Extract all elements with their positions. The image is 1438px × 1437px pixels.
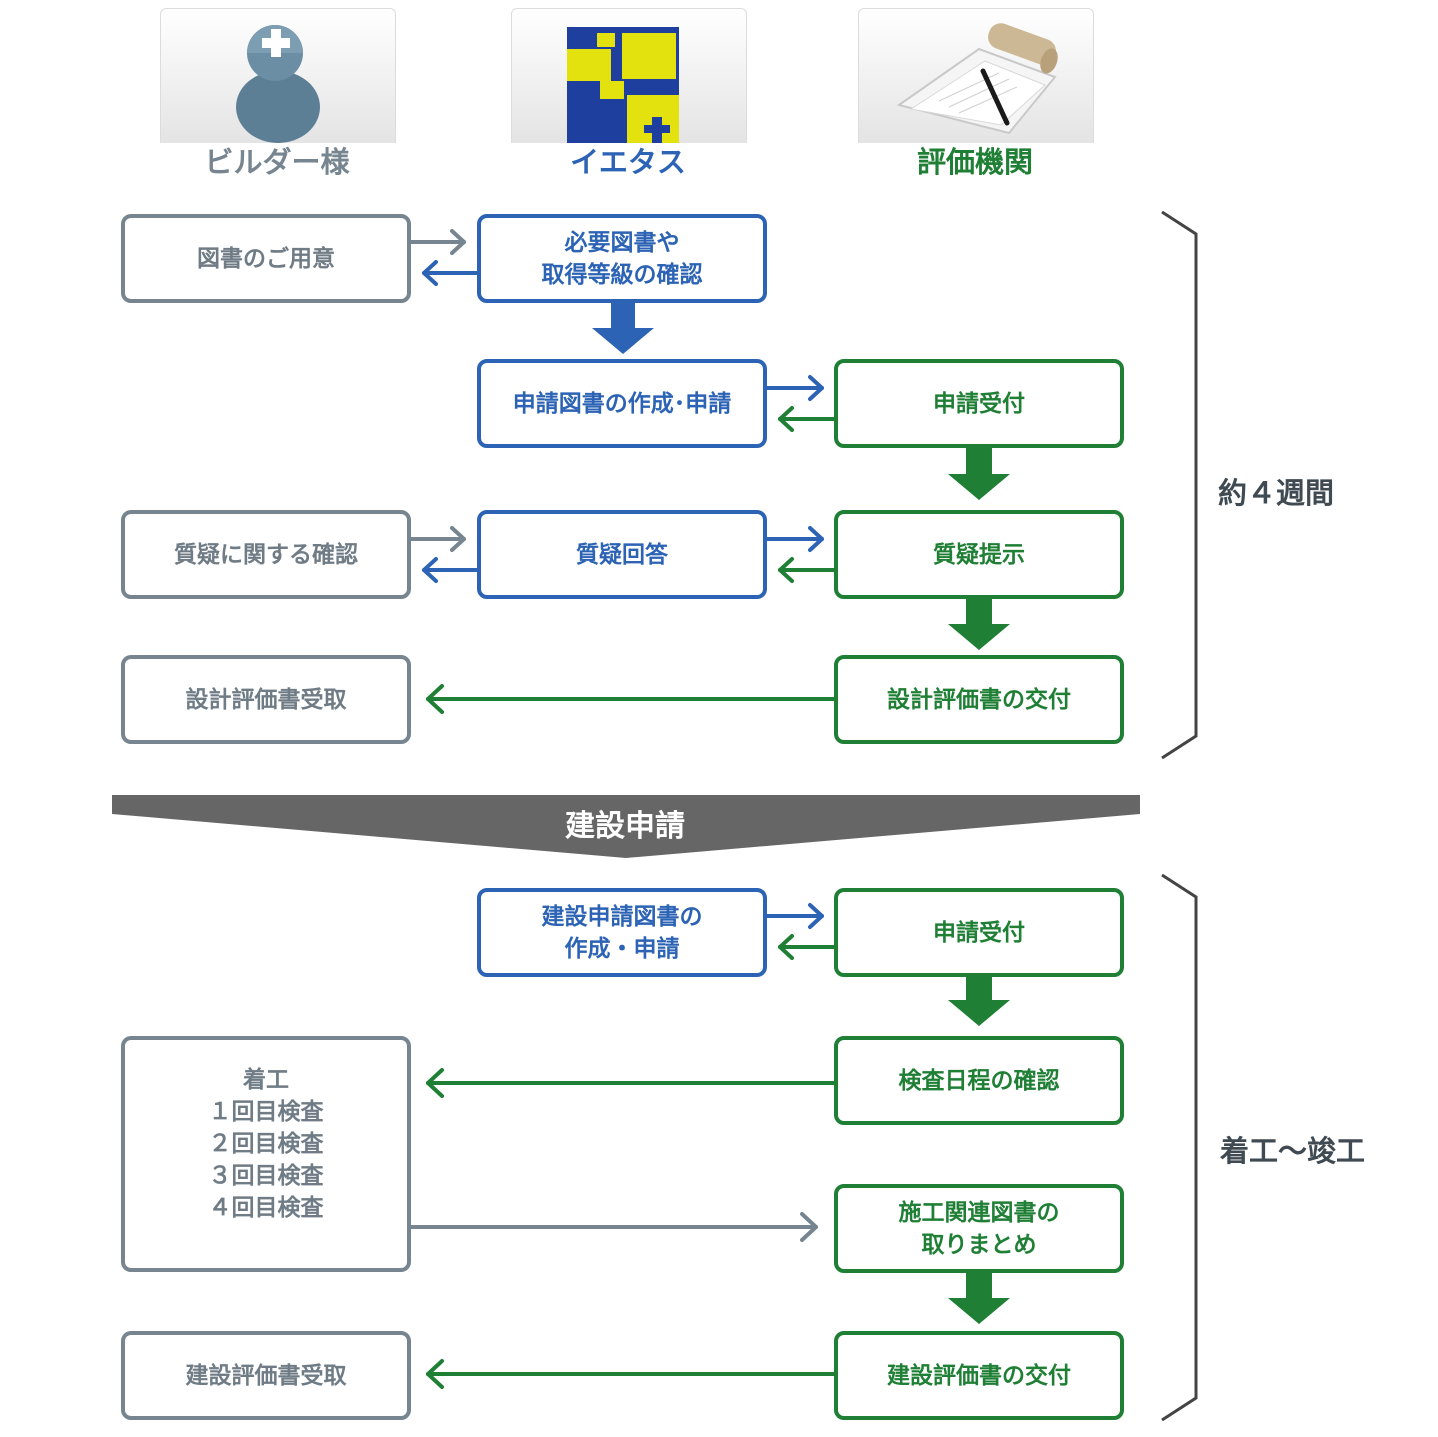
box-label: 必要図書や 取得等級の確認 (541, 229, 703, 288)
box-eval-question: 質疑提示 (834, 510, 1124, 599)
down-arrow-blue (592, 302, 654, 354)
ietasu-logo-icon (567, 27, 679, 143)
box-label: 申請図書の作成･申請 (512, 390, 732, 417)
box-label: 施工関連図書の 取りまとめ (898, 1199, 1060, 1258)
down-arrow-green-4 (948, 1271, 1010, 1324)
box-label: 建設申請図書の 作成・申請 (541, 903, 703, 962)
box-ietasu-create: 申請図書の作成･申請 (477, 359, 767, 448)
double-arrow-construction-apply (764, 903, 838, 960)
down-arrow-green-2 (948, 599, 1010, 650)
box-label: 建設評価書受取 (185, 1362, 347, 1389)
box-builder-prepare: 図書のご用意 (121, 214, 411, 303)
box-label: 検査日程の確認 (898, 1067, 1060, 1094)
box-label: 建設評価書の交付 (887, 1362, 1071, 1389)
box-eval-issue: 設計評価書の交付 (834, 655, 1124, 744)
down-arrow-green-3 (948, 975, 1010, 1026)
document-pen-icon (896, 23, 1058, 135)
banner-label: 建設申請 (565, 809, 685, 844)
box-label: 質疑に関する確認 (174, 541, 358, 568)
box-builder-receive: 設計評価書受取 (121, 655, 411, 744)
box-eval-compile: 施工関連図書の 取りまとめ (834, 1184, 1124, 1273)
box-builder-construction-receive: 建設評価書受取 (121, 1331, 411, 1420)
box-label: 設計評価書受取 (185, 686, 347, 713)
period-construction: 着工〜竣工 (1220, 1134, 1366, 1168)
evaluator-header-image (858, 8, 1094, 143)
box-ietasu-confirm: 必要図書や 取得等級の確認 (477, 214, 767, 303)
box-label: 着工 １回目検査 ２回目検査 ３回目検査 ４回目検査 (208, 1067, 324, 1221)
person-helmet-icon (236, 25, 320, 143)
ietasu-header-image (511, 8, 747, 143)
double-arrow-question-eval (764, 526, 838, 583)
double-arrow-prepare (408, 229, 480, 286)
box-label: 図書のご用意 (197, 245, 335, 272)
box-label: 質疑回答 (576, 541, 668, 568)
brace-construction-phase (1161, 873, 1198, 1422)
double-arrow-apply (764, 375, 838, 432)
period-design: 約４週間 (1218, 476, 1335, 510)
banner-shape (112, 795, 1140, 858)
column-label-ietasu: イエタス (570, 145, 686, 179)
box-eval-schedule: 検査日程の確認 (834, 1036, 1124, 1125)
box-ietasu-construction-create: 建設申請図書の 作成・申請 (477, 888, 767, 977)
builder-header-image (160, 8, 396, 143)
box-builder-question: 質疑に関する確認 (121, 510, 411, 599)
box-eval-accept: 申請受付 (834, 359, 1124, 448)
brace-design-phase (1161, 210, 1198, 760)
column-label-evaluator: 評価機関 (916, 145, 1033, 179)
box-label: 設計評価書の交付 (887, 686, 1071, 713)
box-label: 質疑提示 (933, 541, 1025, 568)
down-arrow-green-1 (948, 448, 1010, 500)
arrow-inspections (408, 1212, 818, 1242)
column-label-builder: ビルダー様 (204, 145, 350, 179)
box-label: 申請受付 (933, 390, 1025, 417)
box-ietasu-answer: 質疑回答 (477, 510, 767, 599)
arrow-design-issue (426, 684, 838, 714)
double-arrow-question-builder (408, 526, 480, 583)
box-eval-construction-issue: 建設評価書の交付 (834, 1331, 1124, 1420)
box-eval-construction-accept: 申請受付 (834, 888, 1124, 977)
arrow-construction-issue (426, 1359, 838, 1389)
arrow-schedule (426, 1068, 838, 1098)
box-label: 申請受付 (933, 919, 1025, 946)
box-builder-inspections: 着工 １回目検査 ２回目検査 ３回目検査 ４回目検査 (121, 1036, 411, 1272)
